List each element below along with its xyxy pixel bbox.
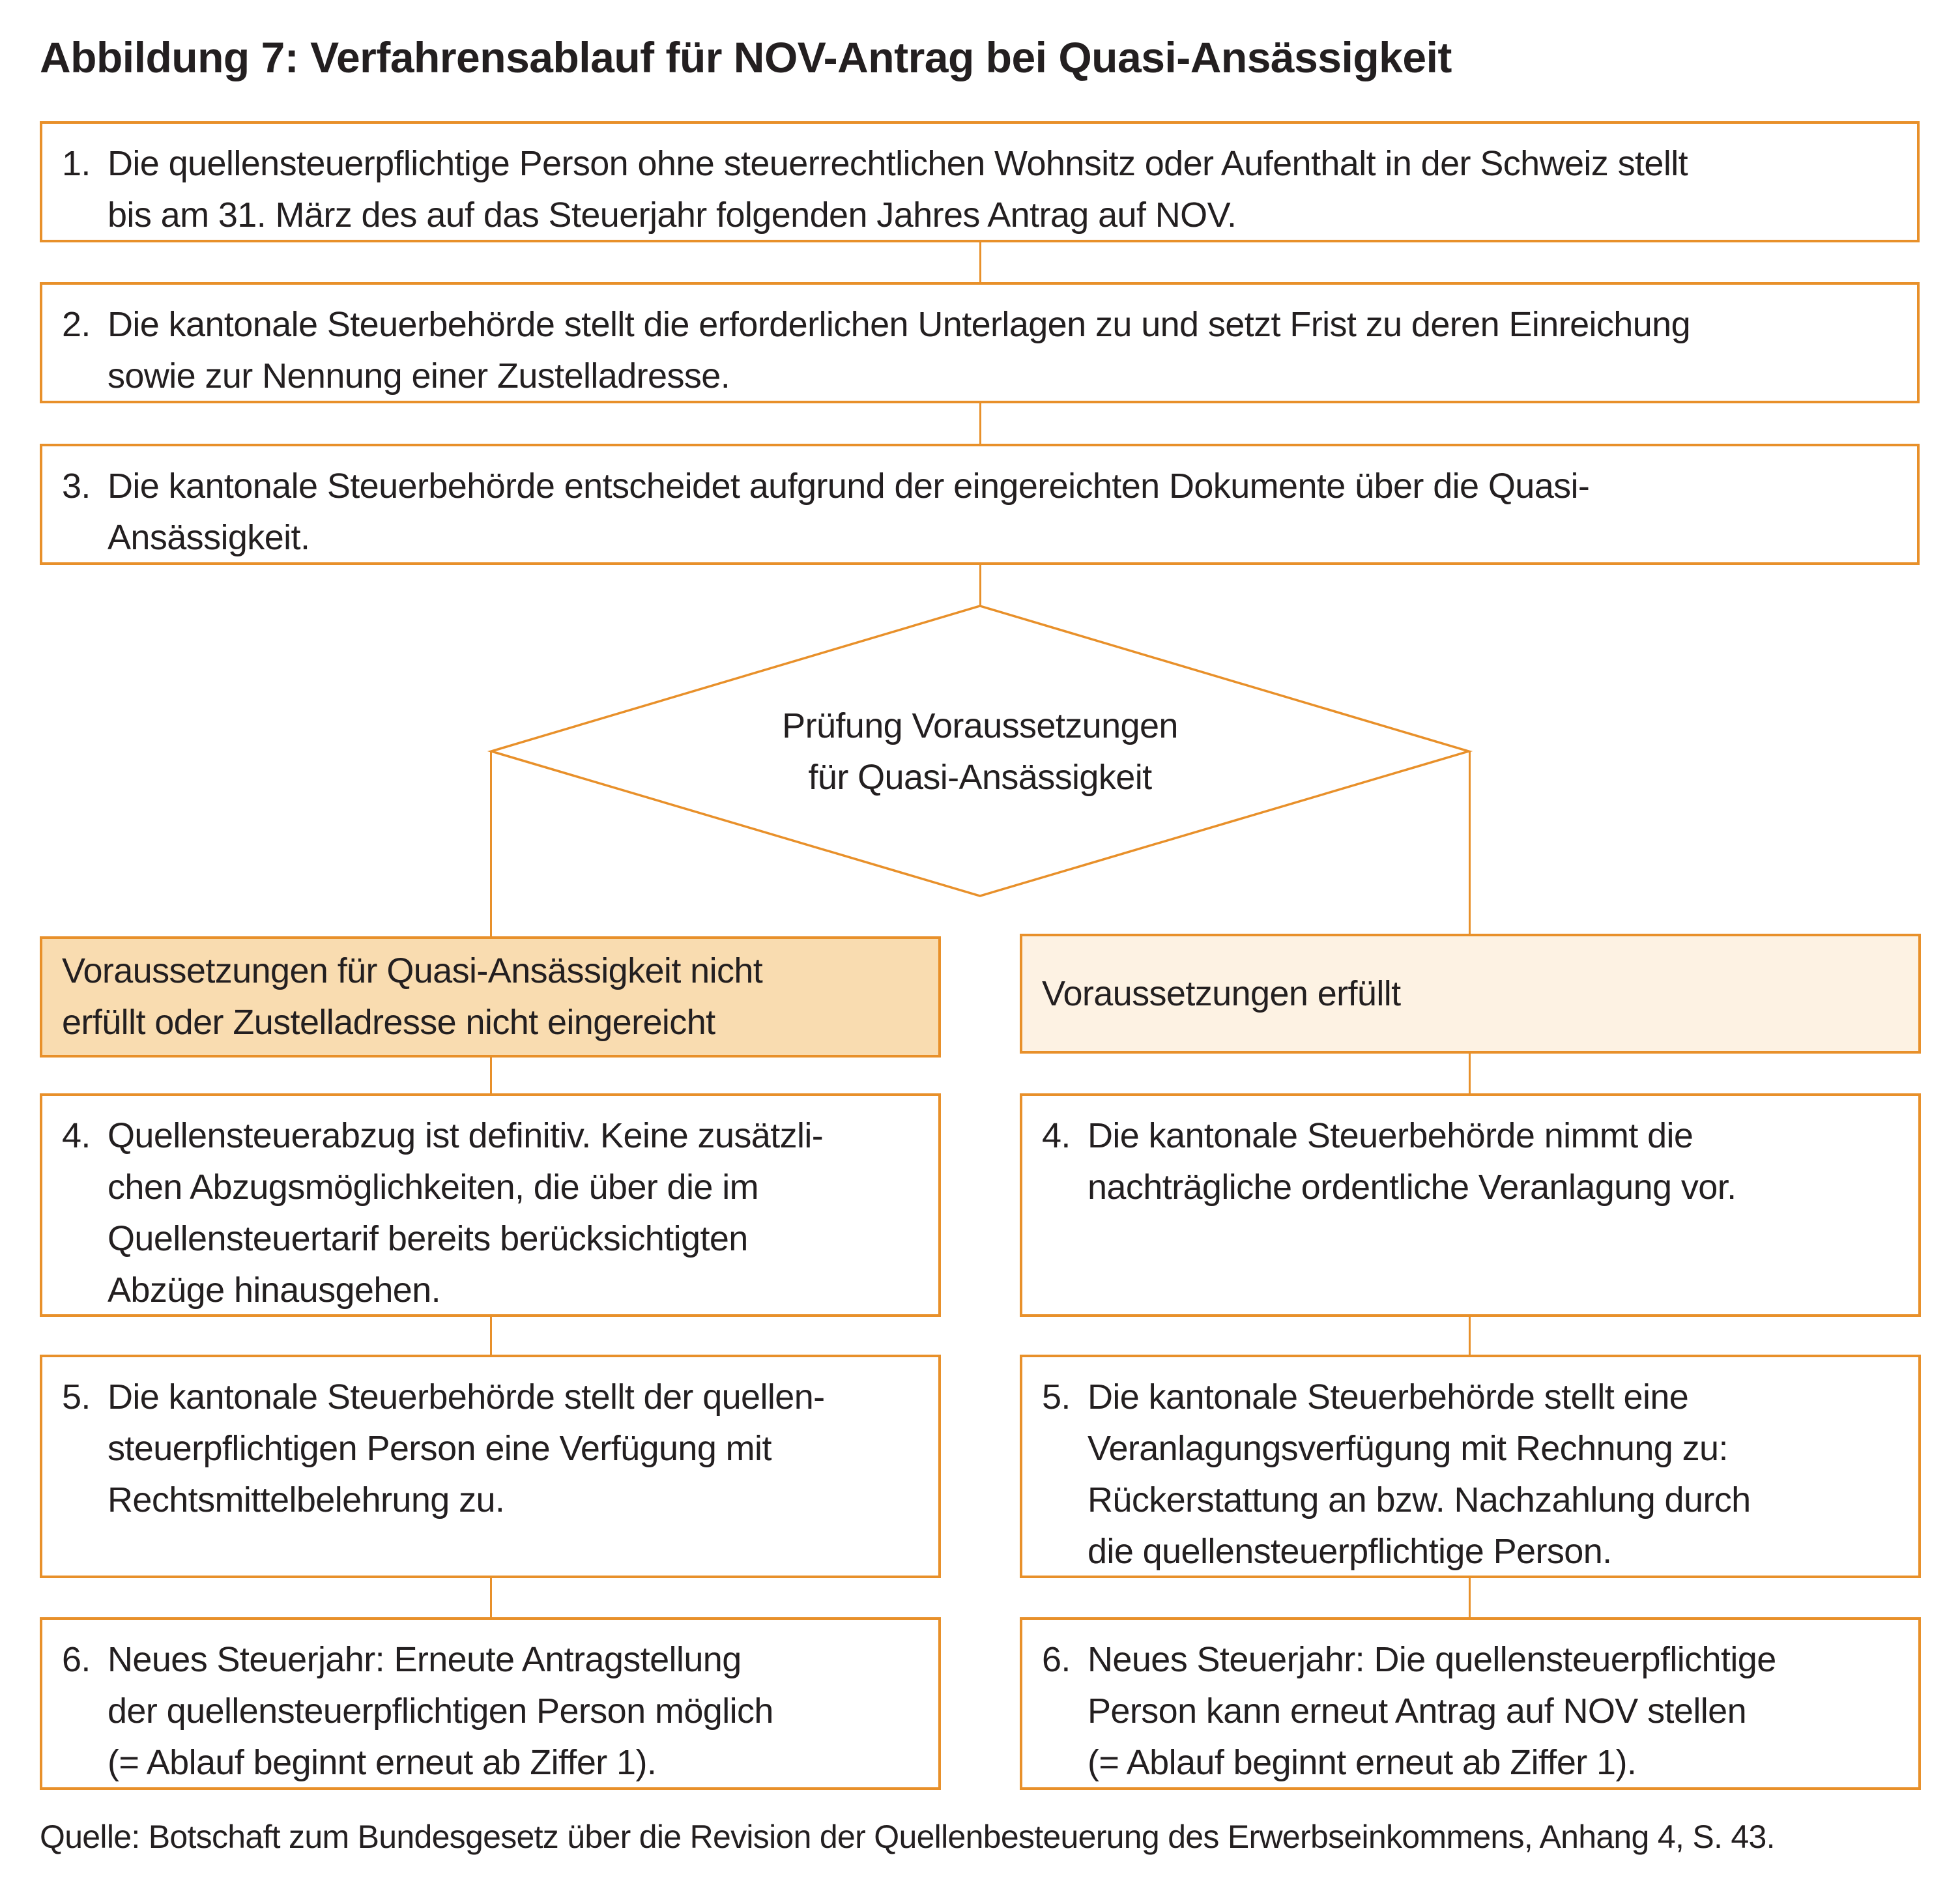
- step-number: 5.: [62, 1377, 91, 1417]
- step-text: Die kantonale Steuerbehörde nimmt die: [1088, 1116, 1693, 1155]
- connector: [1469, 1577, 1471, 1619]
- decision-line: Prüfung Voraussetzungen: [782, 706, 1178, 745]
- step-line: Ansässigkeit.: [62, 512, 1904, 564]
- step-text: sowie zur Nennung einer Zustelladresse.: [108, 356, 730, 396]
- step-line: 1. Die quellensteuerpflichtige Person ohn…: [62, 138, 1904, 190]
- connector: [490, 751, 492, 938]
- step-number: 2.: [62, 305, 91, 344]
- left-step-6-box: 6. Neues Steuerjahr: Erneute Antragstellu…: [40, 1617, 941, 1790]
- step-line: 4. Quellensteuerabzug ist definitiv. Kein…: [62, 1110, 925, 1162]
- step-text: Quellensteuertarif bereits berücksichtig…: [108, 1219, 748, 1258]
- step-text: steuerpflichtigen Person eine Verfügung …: [108, 1429, 771, 1468]
- step-line: 5. Die kantonale Steuerbehörde stellt der…: [62, 1372, 925, 1423]
- step-text: die quellensteuerpflichtige Person.: [1088, 1532, 1612, 1571]
- step-text: Rückerstattung an bzw. Nachzahlung durch: [1088, 1480, 1751, 1519]
- step-text: chen Abzugsmöglichkeiten, die über die i…: [108, 1168, 759, 1207]
- step-text: Die kantonale Steuerbehörde stellt eine: [1088, 1377, 1689, 1417]
- left-step-5-box: 5. Die kantonale Steuerbehörde stellt der…: [40, 1355, 941, 1578]
- step-text: Rechtsmittelbelehrung zu.: [108, 1480, 505, 1519]
- step-line: Abzüge hinausgehen.: [62, 1265, 925, 1316]
- decision-label: Prüfung Voraussetzungen für Quasi-Ansäss…: [491, 700, 1469, 803]
- step-text: Abzüge hinausgehen.: [108, 1271, 441, 1310]
- step-number: 6.: [1042, 1640, 1071, 1679]
- decision-line: für Quasi-Ansässigkeit: [808, 758, 1152, 797]
- step-text: Die kantonale Steuerbehörde stellt der q…: [108, 1377, 825, 1417]
- connector: [979, 564, 981, 607]
- outcome-line: Voraussetzungen für Quasi-Ansässigkeit n…: [62, 951, 763, 990]
- connector: [490, 1056, 492, 1095]
- connector: [979, 402, 981, 444]
- step-2-box: 2. Die kantonale Steuerbehörde stellt die…: [40, 282, 1920, 403]
- step-1-box: 1. Die quellensteuerpflichtige Person ohn…: [40, 121, 1920, 242]
- step-line: Veranlagungsverfügung mit Rechnung zu:: [1042, 1423, 1905, 1475]
- step-line: sowie zur Nennung einer Zustelladresse.: [62, 351, 1904, 402]
- left-step-4-box: 4. Quellensteuerabzug ist definitiv. Kein…: [40, 1093, 941, 1317]
- step-text: Neues Steuerjahr: Erneute Antragstellung: [108, 1640, 742, 1679]
- step-text: (= Ablauf beginnt erneut ab Ziffer 1).: [1088, 1743, 1637, 1782]
- step-line: 3. Die kantonale Steuerbehörde entscheide…: [62, 461, 1904, 512]
- connector: [490, 1316, 492, 1356]
- step-line: 6. Neues Steuerjahr: Erneute Antragstellu…: [62, 1634, 925, 1686]
- connector: [1469, 751, 1471, 935]
- outcome-line: Voraussetzungen erfüllt: [1042, 973, 1401, 1013]
- step-number: 4.: [1042, 1116, 1071, 1155]
- step-line: Person kann erneut Antrag auf NOV stelle…: [1042, 1686, 1905, 1737]
- step-number: 3.: [62, 467, 91, 506]
- step-number: 4.: [62, 1116, 91, 1155]
- step-line: Quellensteuertarif bereits berücksichtig…: [62, 1213, 925, 1265]
- step-text: Quellensteuerabzug ist definitiv. Keine …: [108, 1116, 824, 1155]
- step-line: (= Ablauf beginnt erneut ab Ziffer 1).: [62, 1737, 925, 1789]
- step-number: 5.: [1042, 1377, 1071, 1417]
- step-line: chen Abzugsmöglichkeiten, die über die i…: [62, 1162, 925, 1213]
- step-line: Rechtsmittelbelehrung zu.: [62, 1475, 925, 1526]
- step-number: 1.: [62, 144, 91, 183]
- source-note: Quelle: Botschaft zum Bundesgesetz über …: [40, 1819, 1775, 1855]
- step-line: bis am 31. März des auf das Steuerjahr f…: [62, 190, 1904, 241]
- step-text: Veranlagungsverfügung mit Rechnung zu:: [1088, 1429, 1728, 1468]
- step-line: Rückerstattung an bzw. Nachzahlung durch: [1042, 1475, 1905, 1526]
- step-number: 6.: [62, 1640, 91, 1679]
- step-line: 4. Die kantonale Steuerbehörde nimmt die: [1042, 1110, 1905, 1162]
- step-text: nachträgliche ordentliche Veranlagung vo…: [1088, 1168, 1737, 1207]
- step-text: Neues Steuerjahr: Die quellensteuerpflic…: [1088, 1640, 1776, 1679]
- step-line: der quellensteuerpflichtigen Person mögl…: [62, 1686, 925, 1737]
- figure-title: Abbildung 7: Verfahrensablauf für NOV-An…: [40, 33, 1452, 81]
- step-line: nachträgliche ordentliche Veranlagung vo…: [1042, 1162, 1905, 1213]
- step-text: Die kantonale Steuerbehörde entscheidet …: [108, 467, 1590, 506]
- step-text: Die kantonale Steuerbehörde stellt die e…: [108, 305, 1691, 344]
- right-step-5-box: 5. Die kantonale Steuerbehörde stellt ein…: [1020, 1355, 1921, 1578]
- step-text: bis am 31. März des auf das Steuerjahr f…: [108, 195, 1237, 235]
- step-3-box: 3. Die kantonale Steuerbehörde entscheide…: [40, 444, 1920, 565]
- step-line: die quellensteuerpflichtige Person.: [1042, 1526, 1905, 1577]
- step-text: Ansässigkeit.: [108, 518, 310, 557]
- outcome-line: erfüllt oder Zustelladresse nicht einger…: [62, 1003, 715, 1042]
- right-step-6-box: 6. Neues Steuerjahr: Die quellensteuerpfl…: [1020, 1617, 1921, 1790]
- step-line: 6. Neues Steuerjahr: Die quellensteuerpfl…: [1042, 1634, 1905, 1686]
- connector: [979, 241, 981, 282]
- decision-diamond: [487, 605, 1473, 897]
- connector: [490, 1577, 492, 1619]
- outcome-met: Voraussetzungen erfüllt: [1020, 934, 1921, 1054]
- connector: [1469, 1052, 1471, 1095]
- step-line: steuerpflichtigen Person eine Verfügung …: [62, 1423, 925, 1475]
- step-text: der quellensteuerpflichtigen Person mögl…: [108, 1691, 773, 1731]
- right-step-4-box: 4. Die kantonale Steuerbehörde nimmt die n…: [1020, 1093, 1921, 1317]
- step-line: (= Ablauf beginnt erneut ab Ziffer 1).: [1042, 1737, 1905, 1789]
- step-line: 2. Die kantonale Steuerbehörde stellt die…: [62, 299, 1904, 351]
- step-text: Die quellensteuerpflichtige Person ohne …: [108, 144, 1688, 183]
- step-text: (= Ablauf beginnt erneut ab Ziffer 1).: [108, 1743, 657, 1782]
- outcome-not-met: Voraussetzungen für Quasi-Ansässigkeit n…: [40, 936, 941, 1058]
- connector: [1469, 1316, 1471, 1356]
- step-text: Person kann erneut Antrag auf NOV stelle…: [1088, 1691, 1747, 1731]
- step-line: 5. Die kantonale Steuerbehörde stellt ein…: [1042, 1372, 1905, 1423]
